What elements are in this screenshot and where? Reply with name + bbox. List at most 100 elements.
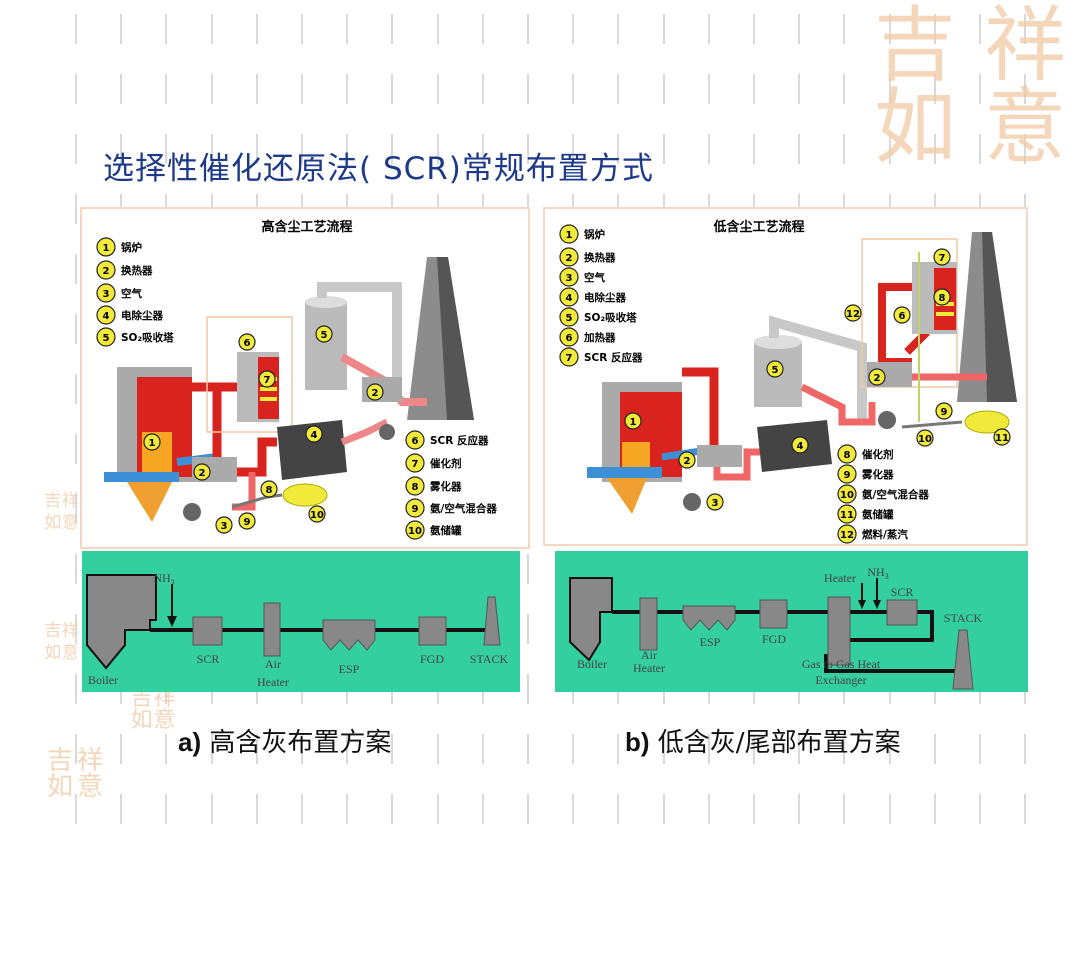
boiler-shape <box>569 577 613 662</box>
stack-shape <box>483 596 501 646</box>
caption-a: a) 高含灰布置方案 <box>178 722 391 759</box>
ggh-label-line2: Exchanger <box>815 673 866 687</box>
nh3-label: NH3 <box>867 565 888 581</box>
boiler-base <box>587 467 662 478</box>
legend-label: 换热器 <box>584 251 616 264</box>
marker-circle <box>893 306 911 324</box>
legend-label: 氨/空气混合器 <box>430 502 497 515</box>
pipe <box>231 493 283 509</box>
marker-circle <box>96 237 116 257</box>
marker-circle <box>559 327 579 347</box>
marker-circle <box>405 476 425 496</box>
number-marker: 2 <box>868 368 886 386</box>
stack-shape <box>952 629 974 690</box>
marker-number: 2 <box>372 388 379 399</box>
marker-circle <box>96 305 116 325</box>
heater-label: Heater <box>257 675 289 689</box>
catalyst-layer <box>260 387 277 391</box>
marker-circle <box>238 512 256 530</box>
boiler-label: Boiler <box>88 673 118 687</box>
legend-label: 电除尘器 <box>121 309 163 322</box>
number-marker: 6 <box>893 306 911 324</box>
number-marker: 9 <box>238 512 256 530</box>
number-marker: 10 <box>405 520 425 540</box>
absorber-tower <box>305 302 347 390</box>
number-marker: 11 <box>993 428 1011 446</box>
marker-circle <box>405 453 425 473</box>
flue-duct <box>682 367 719 447</box>
marker-circle <box>837 504 857 524</box>
marker-number: 3 <box>566 273 573 284</box>
stack-shade <box>982 232 1017 402</box>
marker-circle <box>258 370 276 388</box>
legend-label: SO₂吸收塔 <box>584 311 637 324</box>
marker-number: 1 <box>566 230 573 241</box>
marker-number: 10 <box>408 526 422 537</box>
ggh-label-line1: Gas to Gas Heat <box>802 657 881 671</box>
air-heater-label: Heater <box>633 661 665 675</box>
number-marker: 9 <box>405 498 425 518</box>
boiler-shape <box>86 574 157 670</box>
legend-label: 锅炉 <box>584 228 605 241</box>
fgd-box <box>759 599 788 629</box>
fan <box>683 493 701 511</box>
number-marker: 2 <box>678 451 696 469</box>
marker-number: 9 <box>244 517 251 528</box>
marker-number: 7 <box>412 459 419 470</box>
marker-circle <box>791 436 809 454</box>
marker-number: 2 <box>566 253 573 264</box>
esp-box <box>682 605 736 631</box>
marker-circle <box>868 368 886 386</box>
marker-number: 2 <box>684 456 691 467</box>
logo-watermark-small: 吉祥如意 <box>46 746 103 802</box>
marker-circle <box>305 425 323 443</box>
marker-number: 4 <box>566 293 573 304</box>
flue-duct <box>713 448 762 481</box>
marker-circle <box>559 247 579 267</box>
catalyst-layer <box>936 312 954 316</box>
dashed-guide-line <box>75 0 77 835</box>
marker-circle <box>559 224 579 244</box>
number-marker: 8 <box>933 288 951 306</box>
number-marker: 4 <box>305 425 323 443</box>
fgd-label: FGD <box>762 632 786 646</box>
marker-circle <box>933 248 951 266</box>
marker-circle <box>837 524 857 544</box>
boiler-hopper <box>127 482 172 522</box>
marker-number: 6 <box>244 338 251 349</box>
legend-label: SCR 反应器 <box>430 434 489 447</box>
stack-shade <box>437 257 474 420</box>
number-marker: 8 <box>405 476 425 496</box>
esp-label: ESP <box>700 635 721 649</box>
stack-label: STACK <box>470 652 509 666</box>
marker-circle <box>559 347 579 367</box>
marker-circle <box>559 307 579 327</box>
legend-label: 催化剂 <box>862 448 894 461</box>
marker-number: 6 <box>412 436 419 447</box>
number-marker: 10 <box>916 429 934 447</box>
air-heater-box <box>263 602 281 657</box>
nh3-arrowhead <box>873 600 881 609</box>
caption-b-prefix: b) <box>625 727 650 757</box>
number-marker: 8 <box>260 480 278 498</box>
marker-circle <box>916 429 934 447</box>
number-marker: 4 <box>96 305 116 325</box>
number-marker: 5 <box>96 327 116 347</box>
marker-circle <box>935 402 953 420</box>
marker-number: 9 <box>412 504 419 515</box>
esp-box <box>322 619 376 651</box>
marker-circle <box>366 383 384 401</box>
flue-duct <box>232 472 256 511</box>
marker-number: 10 <box>310 510 324 521</box>
boiler-label: Boiler <box>577 657 607 671</box>
number-marker: 9 <box>935 402 953 420</box>
flow-schematic-svg: NH3 Boiler SCR Air Heater ESP FGD STACK <box>86 571 509 689</box>
marker-circle <box>405 520 425 540</box>
legend-label: 燃料/蒸汽 <box>862 528 908 541</box>
marker-circle <box>837 444 857 464</box>
marker-number: 6 <box>566 333 573 344</box>
low-dust-flow-schematic: Boiler Air Heater ESP FGD Heater NH3 SCR… <box>555 551 1028 692</box>
marker-number: 12 <box>840 530 854 541</box>
